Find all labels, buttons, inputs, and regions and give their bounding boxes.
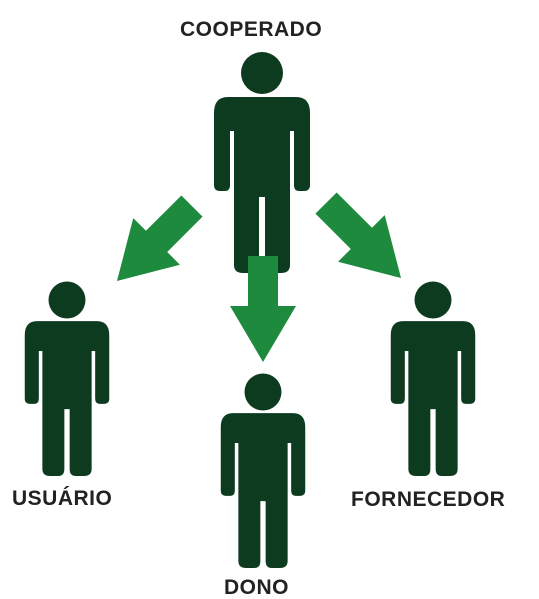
label-usuario: USUÁRIO	[12, 487, 113, 510]
person-icon-usuario	[24, 281, 110, 476]
arrow-icon-to-usuario	[93, 182, 216, 305]
person-icon-dono	[220, 373, 306, 568]
label-cooperado: COOPERADO	[180, 18, 323, 41]
person-icon-cooperado	[214, 52, 310, 273]
label-fornecedor: FORNECEDOR	[351, 488, 506, 511]
label-dono: DONO	[224, 576, 289, 599]
person-icon-fornecedor	[390, 281, 476, 476]
arrow-icon-to-fornecedor	[302, 179, 425, 302]
